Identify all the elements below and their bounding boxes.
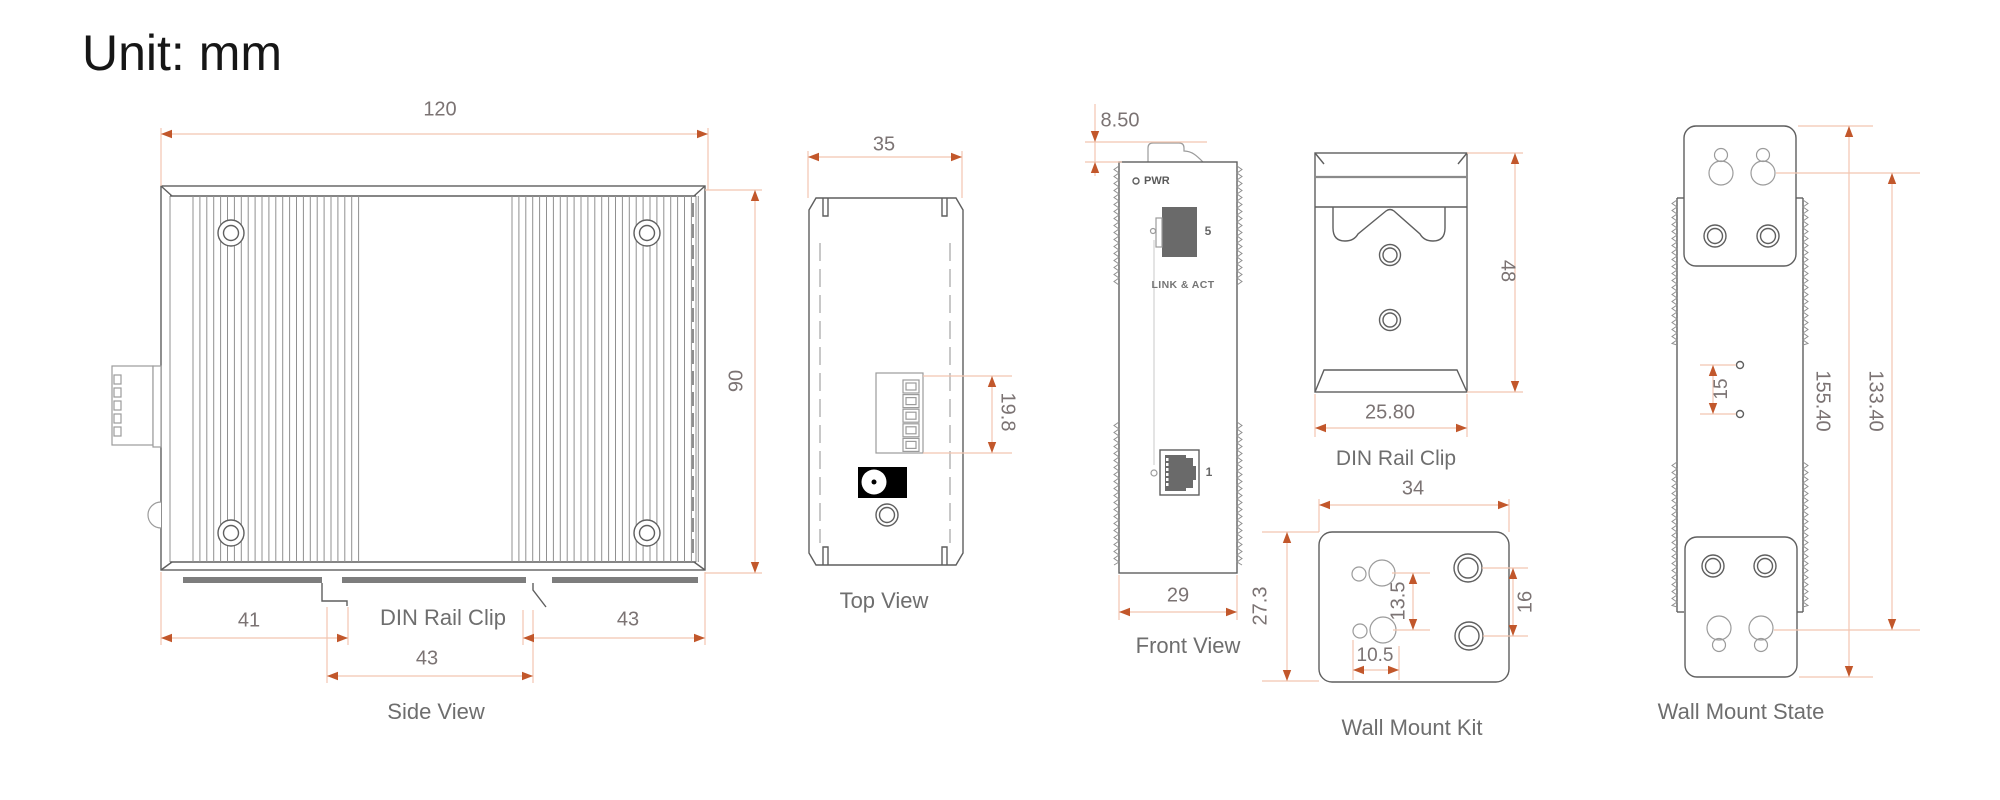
front-din-clip-tab <box>1147 142 1204 163</box>
side-view-caption: Side View <box>387 699 485 724</box>
side-screw-holes <box>217 219 661 547</box>
front-dim-width: 29 <box>1166 584 1190 607</box>
state-top-keyholes <box>1708 147 1776 186</box>
din-clip-spring <box>1332 207 1446 242</box>
kit-dim-height: 27.3 <box>1249 586 1272 626</box>
unit-label: Unit: mm <box>82 25 282 81</box>
side-button-bump <box>147 501 162 529</box>
kit-screw-holes <box>1453 553 1484 651</box>
kit-dim-keyhole-gap: 13.5 <box>1387 581 1410 621</box>
side-clip-label: DIN Rail Clip <box>380 605 506 630</box>
state-dim-overall: 155.40 <box>1811 370 1834 432</box>
kit-dim-width: 34 <box>1401 477 1425 500</box>
kit-dim-keyhole-width: 10.5 <box>1356 645 1394 666</box>
top-dim-width: 35 <box>872 133 896 156</box>
side-terminal-block <box>111 365 162 448</box>
top-view-drawing <box>807 151 1012 566</box>
wall-mount-state-drawing <box>1670 125 1920 678</box>
front-dim-clip-offset: 8.50 <box>1100 109 1140 132</box>
wall-mount-kit-drawing <box>1262 499 1528 683</box>
pwr-label: PWR <box>1144 175 1170 187</box>
front-view-caption: Front View <box>1135 633 1241 658</box>
top-dim-terminal: 19.8 <box>996 392 1019 432</box>
state-top-screws <box>1703 224 1780 248</box>
state-bottom-screws <box>1701 554 1777 578</box>
wall-mount-state-caption: Wall Mount State <box>1657 699 1825 724</box>
top-terminal-block <box>875 372 924 454</box>
state-dim-hole-gap: 15 <box>1711 378 1732 400</box>
side-dim-clip-span: 43 <box>415 647 439 670</box>
dc-jack <box>858 467 907 498</box>
port-5 <box>1149 207 1197 257</box>
link-act-label: LINK & ACT <box>1151 279 1215 291</box>
side-dim-width: 120 <box>423 98 457 121</box>
din-dim-height: 48 <box>1496 259 1519 283</box>
kit-dim-hole-gap: 16 <box>1514 590 1537 614</box>
side-din-rail <box>183 577 698 608</box>
side-dim-left: 41 <box>237 609 261 632</box>
port1-label: 1 <box>1205 465 1213 479</box>
din-rail-clip-caption: DIN Rail Clip <box>1335 447 1457 470</box>
side-view-drawing <box>111 128 762 683</box>
side-dim-height: 90 <box>725 369 748 393</box>
state-bottom-keyholes <box>1706 615 1774 653</box>
side-dim-right: 43 <box>616 608 640 631</box>
ground-screw <box>875 503 899 527</box>
state-dim-keyhole-span: 133.40 <box>1864 370 1887 432</box>
port5-label: 5 <box>1204 224 1212 238</box>
port-1 <box>1150 449 1200 496</box>
front-view-drawing <box>1085 104 1243 620</box>
wall-mount-kit-caption: Wall Mount Kit <box>1341 715 1483 740</box>
din-dim-width: 25.80 <box>1364 401 1416 424</box>
top-view-caption: Top View <box>839 588 929 613</box>
din-rail-clip-drawing <box>1314 152 1523 437</box>
